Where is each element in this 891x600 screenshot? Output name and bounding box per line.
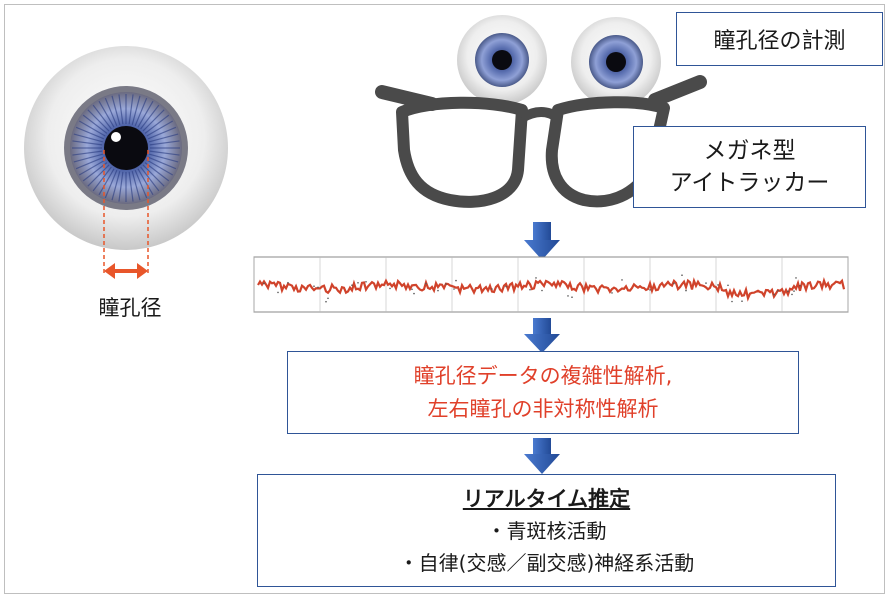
estimation-item-locus-coeruleus: ・青斑核活動 <box>486 518 607 543</box>
arrow-down-icon-3 <box>524 438 560 474</box>
diagram-frame <box>4 4 885 594</box>
measurement-title: 瞳孔径の計測 <box>713 29 846 54</box>
analysis-line1: 瞳孔径データの複雑性解析, <box>413 363 673 388</box>
arrow-down-icon-2 <box>524 318 560 353</box>
estimation-box: リアルタイム推定 ・青斑核活動 ・自律(交感／副交感)神経系活動 <box>257 474 836 587</box>
measurement-title-box: 瞳孔径の計測 <box>676 12 883 66</box>
pupil-signal-plot <box>253 256 849 313</box>
left-small-eye-icon <box>457 15 547 105</box>
eye-tracker-box: メガネ型 アイトラッカー <box>633 126 866 208</box>
eye-tracker-line2: アイトラッカー <box>669 170 830 196</box>
analysis-box: 瞳孔径データの複雑性解析, 左右瞳孔の非対称性解析 <box>287 351 799 434</box>
arrow-down-icon-1 <box>524 222 560 260</box>
eye-tracker-line1: メガネ型 <box>703 138 796 164</box>
large-eye-icon <box>24 46 228 250</box>
right-small-eye-icon <box>571 17 661 107</box>
analysis-line2: 左右瞳孔の非対称性解析 <box>427 396 659 421</box>
pupil-measure-marker <box>103 150 149 279</box>
glasses-icon <box>375 75 707 208</box>
estimation-item-autonomic: ・自律(交感／副交感)神経系活動 <box>398 550 695 575</box>
estimation-title: リアルタイム推定 <box>462 486 631 511</box>
pupil-diameter-label: 瞳孔径 <box>98 296 162 320</box>
